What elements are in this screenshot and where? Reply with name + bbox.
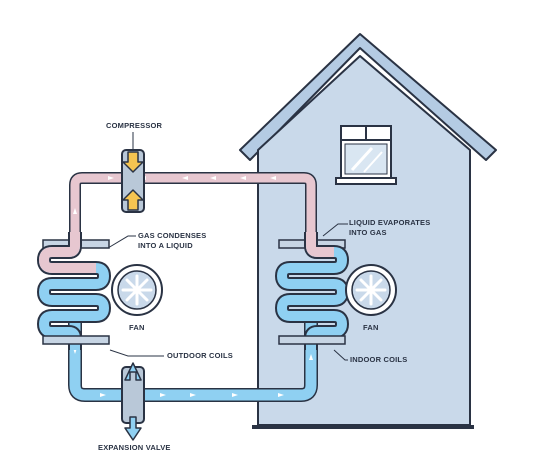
gas-condenses-label-1: GAS CONDENSES — [138, 231, 207, 240]
expansion-valve-label: EXPANSION VALVE — [98, 443, 171, 452]
house-window — [335, 125, 397, 185]
expansion-valve — [121, 362, 145, 441]
gas-condenses-label-2: INTO A LIQUID — [138, 241, 193, 250]
cold-pipe — [68, 322, 318, 402]
liquid-evaporates-label-2: INTO GAS — [349, 228, 387, 237]
outdoor-fan-label: FAN — [129, 323, 145, 332]
expansion-arrow-up-icon — [124, 362, 142, 381]
indoor-fan-icon — [345, 264, 397, 316]
compressor-label: COMPRESSOR — [106, 121, 163, 130]
outdoor-coils — [37, 232, 111, 350]
outdoor-fan-icon — [111, 264, 163, 316]
compressor-arrow-up-icon — [122, 189, 144, 211]
liquid-evaporates-label-1: LIQUID EVAPORATES — [349, 218, 431, 227]
indoor-fan-label: FAN — [363, 323, 379, 332]
expansion-arrow-down-icon — [124, 416, 142, 441]
ground-line — [252, 425, 474, 429]
compressor-arrow-down-icon — [122, 151, 144, 173]
outdoor-coils-label: OUTDOOR COILS — [167, 351, 233, 360]
indoor-coils — [275, 232, 349, 350]
indoor-coils-label: INDOOR COILS — [350, 355, 408, 364]
house-roof — [239, 33, 497, 161]
leader-lines — [107, 132, 348, 361]
compressor — [121, 149, 145, 213]
